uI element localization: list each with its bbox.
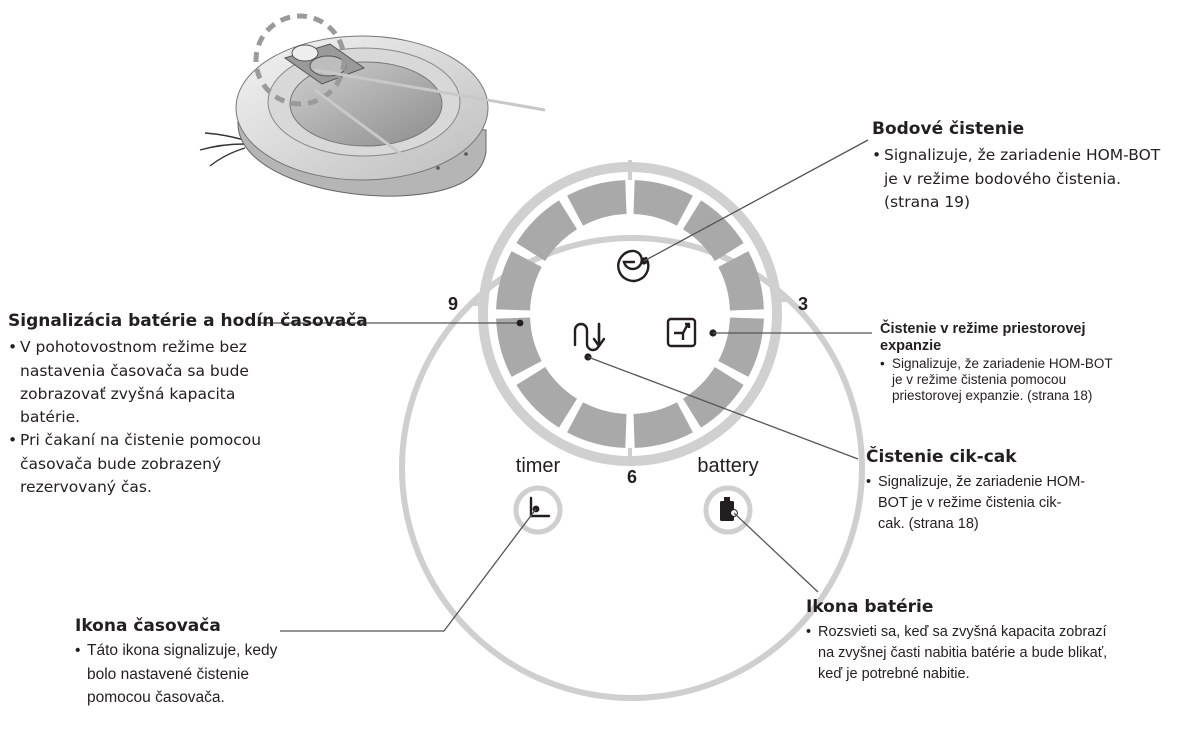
annotation-bullet: Signalizuje, že zariadenie HOM-BOT je v … <box>872 144 1172 214</box>
battery-icon <box>720 497 734 521</box>
leader-dots <box>516 319 524 327</box>
annotation-bullet: Rozsvieti sa, keď sa zvyšná kapacita zob… <box>806 622 1121 685</box>
indicator-segment <box>567 402 627 448</box>
zoom-circle <box>399 235 865 701</box>
indicator-segment <box>496 251 542 311</box>
annotation-space-expansion: Čistenie v režime priestorovej expanzie … <box>880 321 1120 404</box>
annotation-bullet: Pri čakaní na čistenie pomocou časovača … <box>8 429 276 499</box>
indicator-segment <box>516 366 578 428</box>
indicator-segment <box>516 200 578 262</box>
timer-button[interactable] <box>513 485 563 535</box>
annotation-title: Bodové čistenie <box>872 119 1025 139</box>
annotation-spot-cleaning: Bodové čistenie Signalizuje, že zariaden… <box>872 119 1172 214</box>
annotation-title: Čistenie cik-cak <box>866 447 1017 467</box>
annotation-timer-icon: Ikona časovača Táto ikona signalizuje, k… <box>75 616 280 709</box>
side-brush <box>199 132 246 167</box>
indicator-segment <box>718 317 764 377</box>
indicator-segment <box>567 180 627 226</box>
annotation-bullet: Signalizuje, že zariadenie HOM-BOT je v … <box>866 472 1086 535</box>
annotation-bullet: Signalizuje, že zariadenie HOM-BOT je v … <box>880 356 1120 404</box>
indicator-segment <box>496 317 542 377</box>
annotation-battery-icon: Ikona batérie Rozsvieti sa, keď sa zvyšn… <box>806 597 1121 685</box>
dial-outer-ring <box>478 162 782 466</box>
battery-label: battery <box>697 455 758 477</box>
indicator-segment <box>718 251 764 311</box>
robot-vacuum-illustration <box>199 13 546 197</box>
indicator-segment <box>633 180 693 226</box>
annotation-title: Čistenie v režime priestorovej expanzie <box>880 321 1086 354</box>
annotation-title: Signalizácia batérie a hodín časovača <box>8 311 368 331</box>
spiral-icon <box>617 249 650 283</box>
indicator-segment <box>682 200 744 262</box>
timer-label: timer <box>516 455 561 477</box>
annotation-bullet: V pohotovostnom režime bez nastavenia ča… <box>8 336 276 429</box>
indicator-segment <box>682 366 744 428</box>
leader-lines <box>260 139 872 632</box>
annotation-bullet: Táto ikona signalizuje, kedy bolo nastav… <box>75 639 280 709</box>
dial-number-6: 6 <box>627 467 637 487</box>
dial-ticks <box>470 160 790 466</box>
dial-number-3: 3 <box>798 294 808 314</box>
annotation-battery-timer-indicator: Signalizácia batérie a hodín časovača V … <box>8 311 368 499</box>
expansion-square-icon <box>666 317 697 348</box>
indicator-segment <box>633 402 693 448</box>
annotation-title: Ikona časovača <box>75 616 221 636</box>
indicator-dial: 3 6 9 <box>448 160 808 487</box>
zigzag-arrow-icon <box>573 322 606 352</box>
battery-button[interactable] <box>703 485 753 535</box>
annotation-zigzag-cleaning: Čistenie cik-cak Signalizuje, že zariade… <box>866 447 1086 535</box>
indicator-segments <box>496 180 764 448</box>
dial-number-9: 9 <box>448 294 458 314</box>
annotation-title: Ikona batérie <box>806 597 934 617</box>
